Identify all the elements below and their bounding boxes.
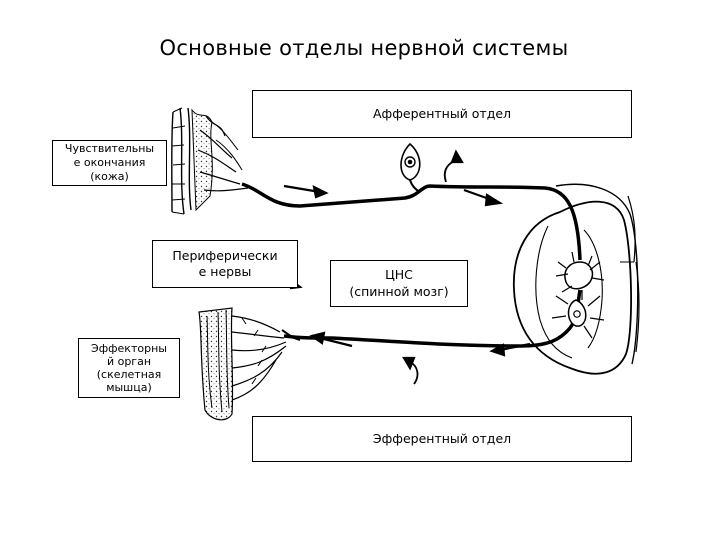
spinal-neurons (551, 251, 605, 339)
efferent-division-label: Эфферентный отдел (252, 416, 632, 462)
spinal-cord-cross-section (512, 183, 640, 375)
skin-tissue-illustration (171, 107, 249, 215)
cns-label: ЦНС (спинной мозг) (330, 260, 468, 307)
sensory-endings-label: Чувствительны е окончания (кожа) (52, 140, 167, 186)
slide-title: Основные отделы нервной системы (159, 36, 569, 60)
afferent-division-label: Афферентный отдел (252, 90, 632, 138)
peripheral-nerves-label: Периферически е нервы (152, 240, 298, 288)
afferent-nerve-fiber (241, 179, 582, 261)
effector-organ-label: Эффекторны й орган (скелетная мышца) (78, 338, 180, 398)
sensory-neuron-body (400, 142, 421, 181)
muscle-tissue-illustration (198, 307, 287, 421)
